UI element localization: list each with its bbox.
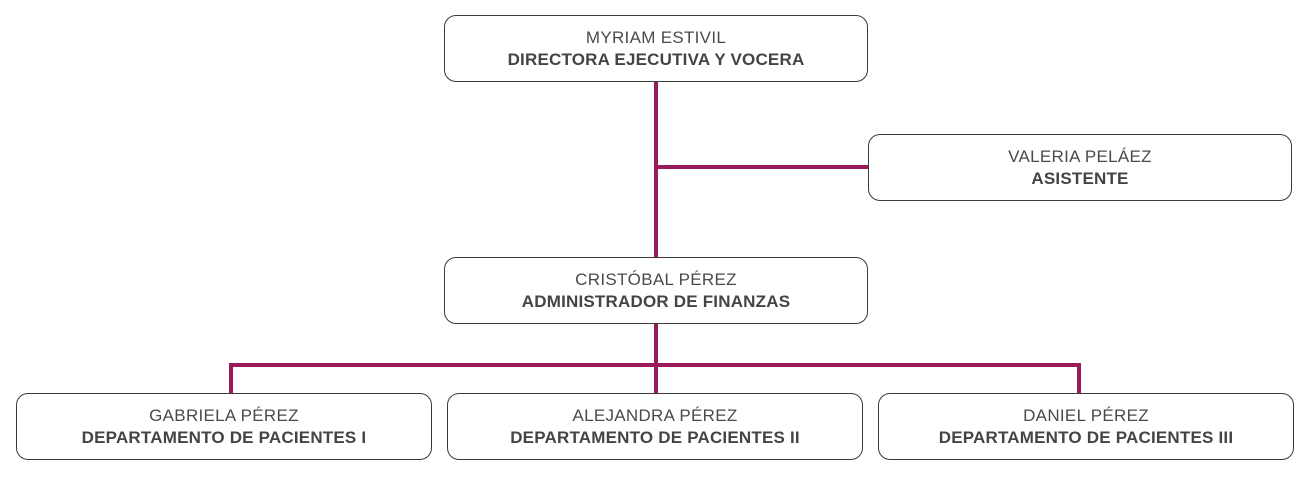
node-name: CRISTÓBAL PÉREZ [575, 269, 737, 289]
org-node-dept3: DANIEL PÉREZ DEPARTAMENTO DE PACIENTES I… [878, 393, 1294, 460]
node-name: DANIEL PÉREZ [1023, 405, 1149, 425]
org-node-assistant: VALERIA PELÁEZ ASISTENTE [868, 134, 1292, 201]
org-node-dept2: ALEJANDRA PÉREZ DEPARTAMENTO DE PACIENTE… [447, 393, 863, 460]
node-role: ADMINISTRADOR DE FINANZAS [521, 291, 791, 311]
org-node-finance: CRISTÓBAL PÉREZ ADMINISTRADOR DE FINANZA… [444, 257, 868, 324]
node-name: MYRIAM ESTIVIL [585, 27, 727, 47]
org-node-director: MYRIAM ESTIVIL DIRECTORA EJECUTIVA Y VOC… [444, 15, 868, 82]
node-role: DEPARTAMENTO DE PACIENTES II [510, 427, 800, 447]
node-name: ALEJANDRA PÉREZ [572, 405, 738, 425]
node-role: DEPARTAMENTO DE PACIENTES III [938, 427, 1234, 447]
node-role: DIRECTORA EJECUTIVA Y VOCERA [507, 49, 805, 69]
node-name: GABRIELA PÉREZ [149, 405, 299, 425]
node-role: ASISTENTE [1031, 168, 1129, 188]
node-role: DEPARTAMENTO DE PACIENTES I [81, 427, 367, 447]
node-name: VALERIA PELÁEZ [1008, 146, 1152, 166]
org-node-dept1: GABRIELA PÉREZ DEPARTAMENTO DE PACIENTES… [16, 393, 432, 460]
